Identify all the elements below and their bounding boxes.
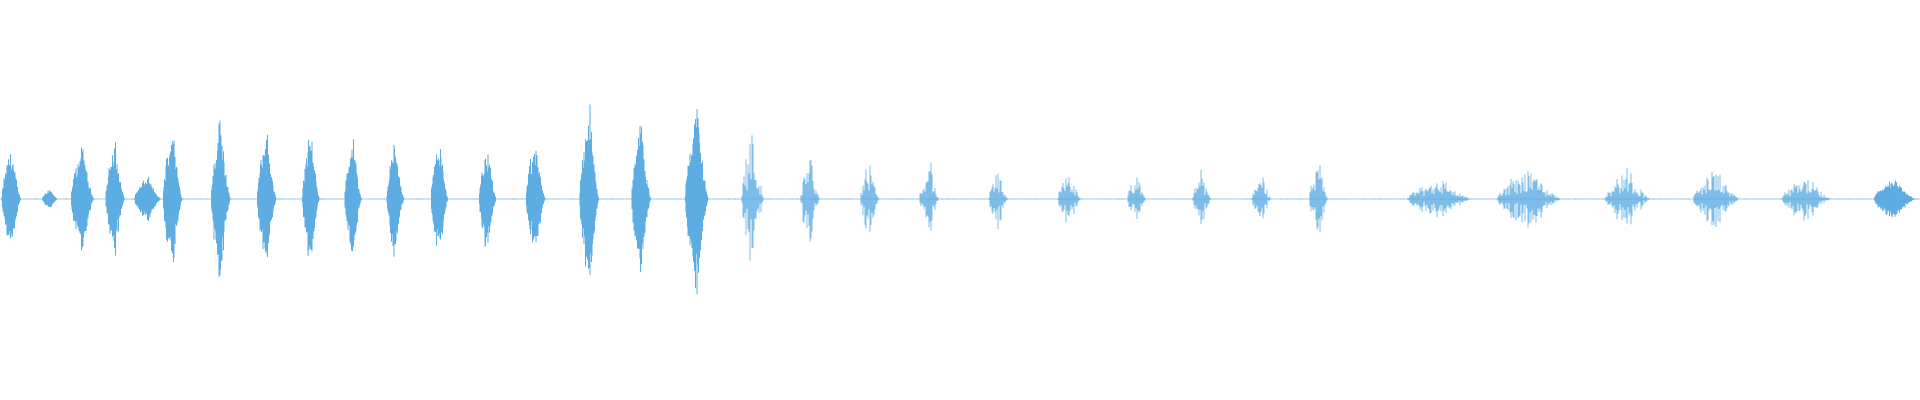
waveform-burst xyxy=(988,173,1008,229)
waveform-burst xyxy=(1057,177,1081,223)
waveform-burst xyxy=(1407,181,1473,218)
waveform-burst xyxy=(431,149,449,246)
waveform-burst xyxy=(1,154,22,239)
waveform-burst-path xyxy=(631,126,651,272)
waveform-burst-path xyxy=(257,134,277,258)
waveform-burst xyxy=(1127,177,1146,219)
waveform-burst-path xyxy=(1127,177,1146,219)
waveform-burst xyxy=(579,104,599,275)
waveform-burst-path xyxy=(344,139,362,252)
waveform-burst-path xyxy=(386,144,405,257)
waveform-burst xyxy=(1781,180,1832,221)
waveform-burst-path xyxy=(526,150,546,243)
waveform-burst xyxy=(1192,169,1212,225)
waveform-burst-path xyxy=(71,147,94,251)
waveform-burst-path xyxy=(800,160,820,242)
waveform-burst-path xyxy=(431,149,449,246)
waveform-burst-path xyxy=(988,173,1008,229)
waveform-burst xyxy=(163,140,183,263)
waveform-burst xyxy=(1251,177,1271,219)
waveform-burst-path xyxy=(1251,177,1271,219)
waveform-burst-path xyxy=(1,154,22,239)
waveform-burst-path xyxy=(919,162,939,231)
waveform-burst-path xyxy=(1873,180,1916,218)
waveform-burst-path xyxy=(479,154,497,247)
waveform-burst xyxy=(344,139,362,252)
waveform-burst-path xyxy=(1057,177,1081,223)
waveform-burst-path xyxy=(685,109,709,295)
waveform-burst xyxy=(631,126,651,272)
waveform-burst-path xyxy=(860,165,880,232)
waveform-burst xyxy=(386,144,405,257)
waveform-burst-path xyxy=(579,104,599,275)
waveform-burst-path xyxy=(211,120,231,278)
waveform-burst xyxy=(211,120,231,278)
waveform-burst-path xyxy=(1605,168,1651,225)
waveform-burst-path xyxy=(163,140,183,263)
waveform-burst-path xyxy=(741,135,765,261)
waveform-burst xyxy=(919,162,939,231)
waveform-burst-path xyxy=(1192,169,1212,225)
waveform-burst xyxy=(257,134,277,258)
waveform-burst-path xyxy=(42,190,58,208)
waveform-burst-path xyxy=(1497,170,1563,228)
waveform-burst xyxy=(1873,180,1916,218)
waveform-burst xyxy=(302,140,320,256)
waveform-burst xyxy=(105,142,125,256)
waveform-burst xyxy=(800,160,820,242)
waveform-burst xyxy=(1497,170,1563,228)
waveform-burst xyxy=(685,109,709,295)
waveform-burst xyxy=(1605,168,1651,225)
waveform-burst-path xyxy=(105,142,125,256)
waveform-burst xyxy=(71,147,94,251)
waveform-burst xyxy=(860,165,880,232)
waveform-burst-path xyxy=(1781,180,1832,221)
waveform-burst xyxy=(42,190,58,208)
waveform-burst xyxy=(479,154,497,247)
waveform-burst-path xyxy=(1407,181,1473,218)
waveform-noise xyxy=(0,198,1918,200)
waveform-burst xyxy=(526,150,546,243)
waveform-burst-path xyxy=(302,140,320,256)
waveform-burst xyxy=(741,135,765,261)
